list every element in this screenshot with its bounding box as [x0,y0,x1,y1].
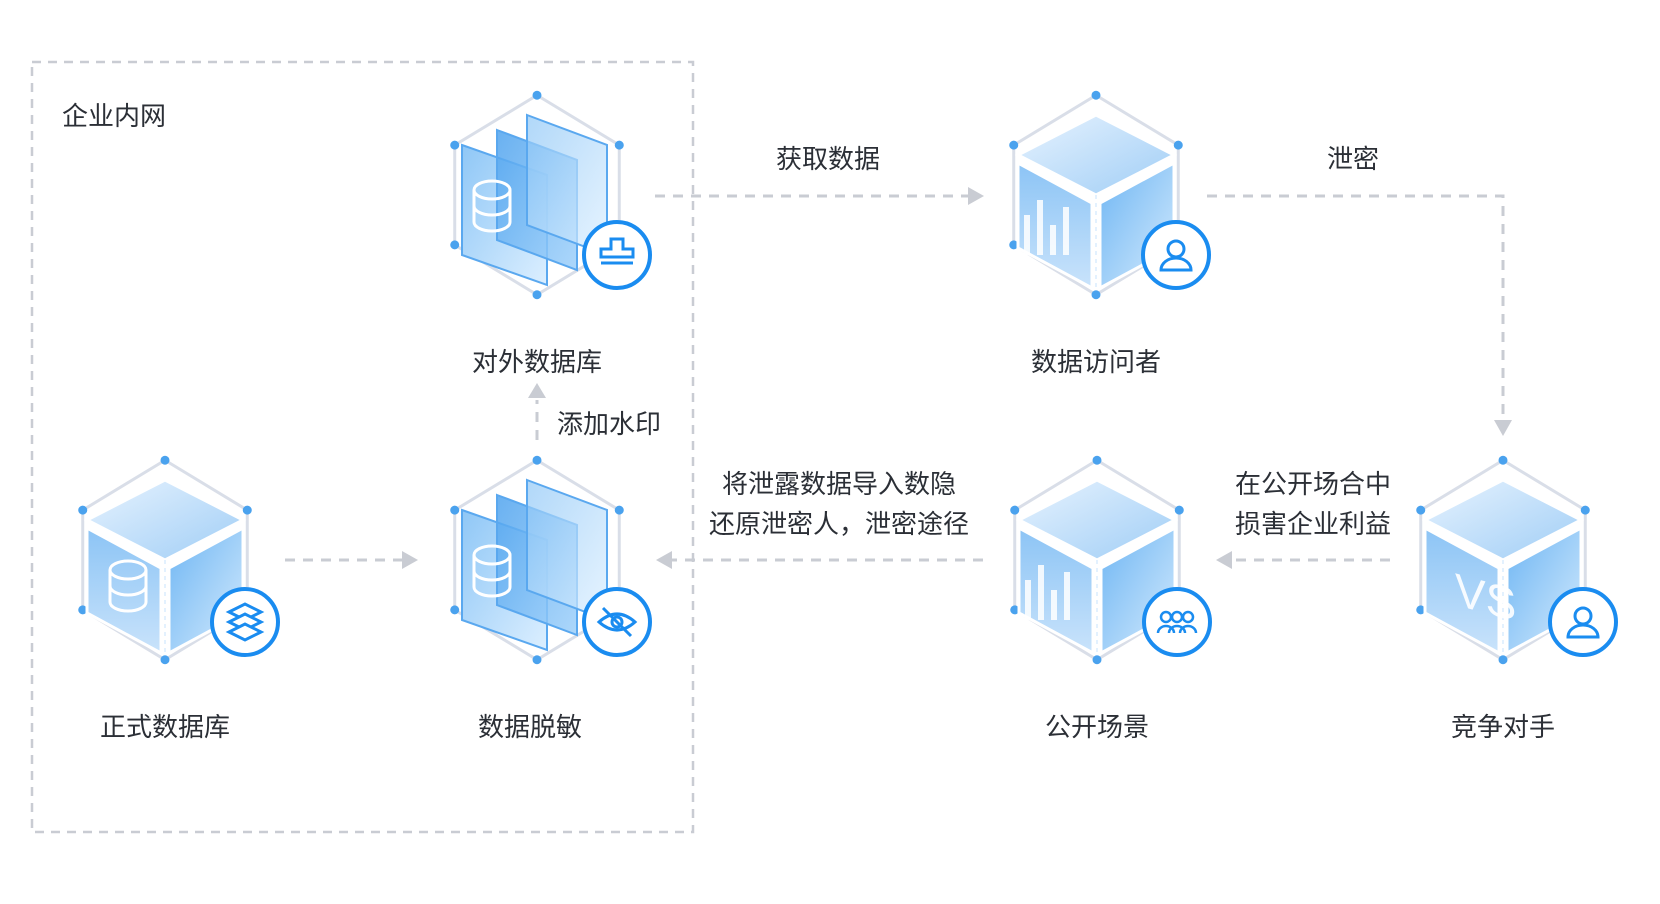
frame-node [1091,290,1101,300]
intranet-zone-title: 企业内网 [62,102,167,132]
edge-visitor-to-competitor [1207,194,1512,436]
frame-node [614,140,624,150]
frame-node [1009,240,1019,250]
frame-node [1416,605,1426,615]
edge-label-leak: 泄密 [1326,145,1380,175]
frame-node [242,505,252,515]
cube-left-face [1423,525,1501,656]
group-head [1181,610,1195,624]
frame-node [1498,655,1508,665]
frame-node [532,455,542,465]
frame-node [1010,605,1020,615]
node-formal-db [78,455,280,665]
stamp-icon [582,220,652,290]
node-label-public: 公开场景 [1044,713,1150,743]
frame-node [1580,505,1590,515]
edge-external-to-visitor [655,187,984,205]
frame-node [78,605,88,615]
edge-label-watermark: 添加水印 [557,410,662,440]
bar-glyph [1050,225,1056,255]
frame-node [1091,90,1101,100]
arrow-head [528,383,546,398]
badge-ring [1141,220,1211,290]
user-icon [1141,220,1211,290]
node-external-db [450,90,652,300]
badge-ring [582,220,652,290]
edge-label-trace: 将泄露数据导入数隐 还原泄密人，泄密途径 [708,470,970,540]
bar-glyph [1064,572,1070,620]
group-icon [1142,587,1212,657]
node-visitor [1009,90,1211,300]
edge-public-to-masking [656,551,983,569]
layer-shape [225,622,265,642]
eye-off-icon [582,587,652,657]
edge-label-harm: 在公开场合中 损害企业利益 [1234,470,1392,540]
frame-node [450,140,460,150]
frame-node [1173,140,1183,150]
frame-node [532,655,542,665]
frame-node [532,90,542,100]
bar-glyph [1037,200,1043,255]
layers-icon [210,587,280,657]
user-body [1159,256,1193,272]
frame-node [160,655,170,665]
frame-node [450,240,460,250]
user-icon [1548,587,1618,657]
node-label-external-db: 对外数据库 [471,348,603,378]
frame-node [160,455,170,465]
badge-ring [1548,587,1618,657]
bar-glyph [1063,207,1069,255]
frame-node [450,605,460,615]
slash-line [601,606,633,638]
frame-node [1009,140,1019,150]
group-body [1178,624,1198,634]
group-body [1156,624,1176,634]
intranet-zone-border [30,60,695,834]
database-glyph-body [108,570,148,613]
eye-pupil [610,615,624,629]
node-masking [450,455,652,665]
frame-node [1010,505,1020,515]
group-body [1167,624,1187,634]
bar-glyph [1051,590,1057,620]
frame-node [614,505,624,515]
stamp-shape [599,237,635,265]
node-label-masking: 数据脱敏 [477,713,583,743]
arrow-head [1216,551,1232,569]
arrow-head [402,551,418,569]
frame-node [450,505,460,515]
frame-node [1092,455,1102,465]
edge-label-fetch: 获取数据 [775,145,881,175]
database-glyph-body [472,555,512,598]
arrow-head [968,187,984,205]
edge-competitor-to-public [1216,551,1390,569]
arrow-head [1494,420,1512,436]
edge-masking-to-external [528,383,546,440]
frame-node [532,290,542,300]
cube-left-face [85,525,163,656]
node-competitor: VS [1416,455,1618,665]
frame-node [1498,455,1508,465]
frame-node [78,505,88,515]
node-label-formal-db: 正式数据库 [99,713,231,743]
bar-glyph [1025,580,1031,620]
frame-node [1092,655,1102,665]
arrow-head [656,551,672,569]
database-glyph-body [472,190,512,233]
edge-formal-to-masking [285,551,418,569]
user-body [1566,623,1600,639]
node-label-competitor: 竞争对手 [1450,713,1556,743]
bar-glyph [1038,565,1044,620]
frame-node [1416,505,1426,515]
frame-node [1174,505,1184,515]
node-label-visitor: 数据访问者 [1030,348,1162,378]
node-public [1010,455,1212,665]
bar-glyph [1024,215,1030,255]
